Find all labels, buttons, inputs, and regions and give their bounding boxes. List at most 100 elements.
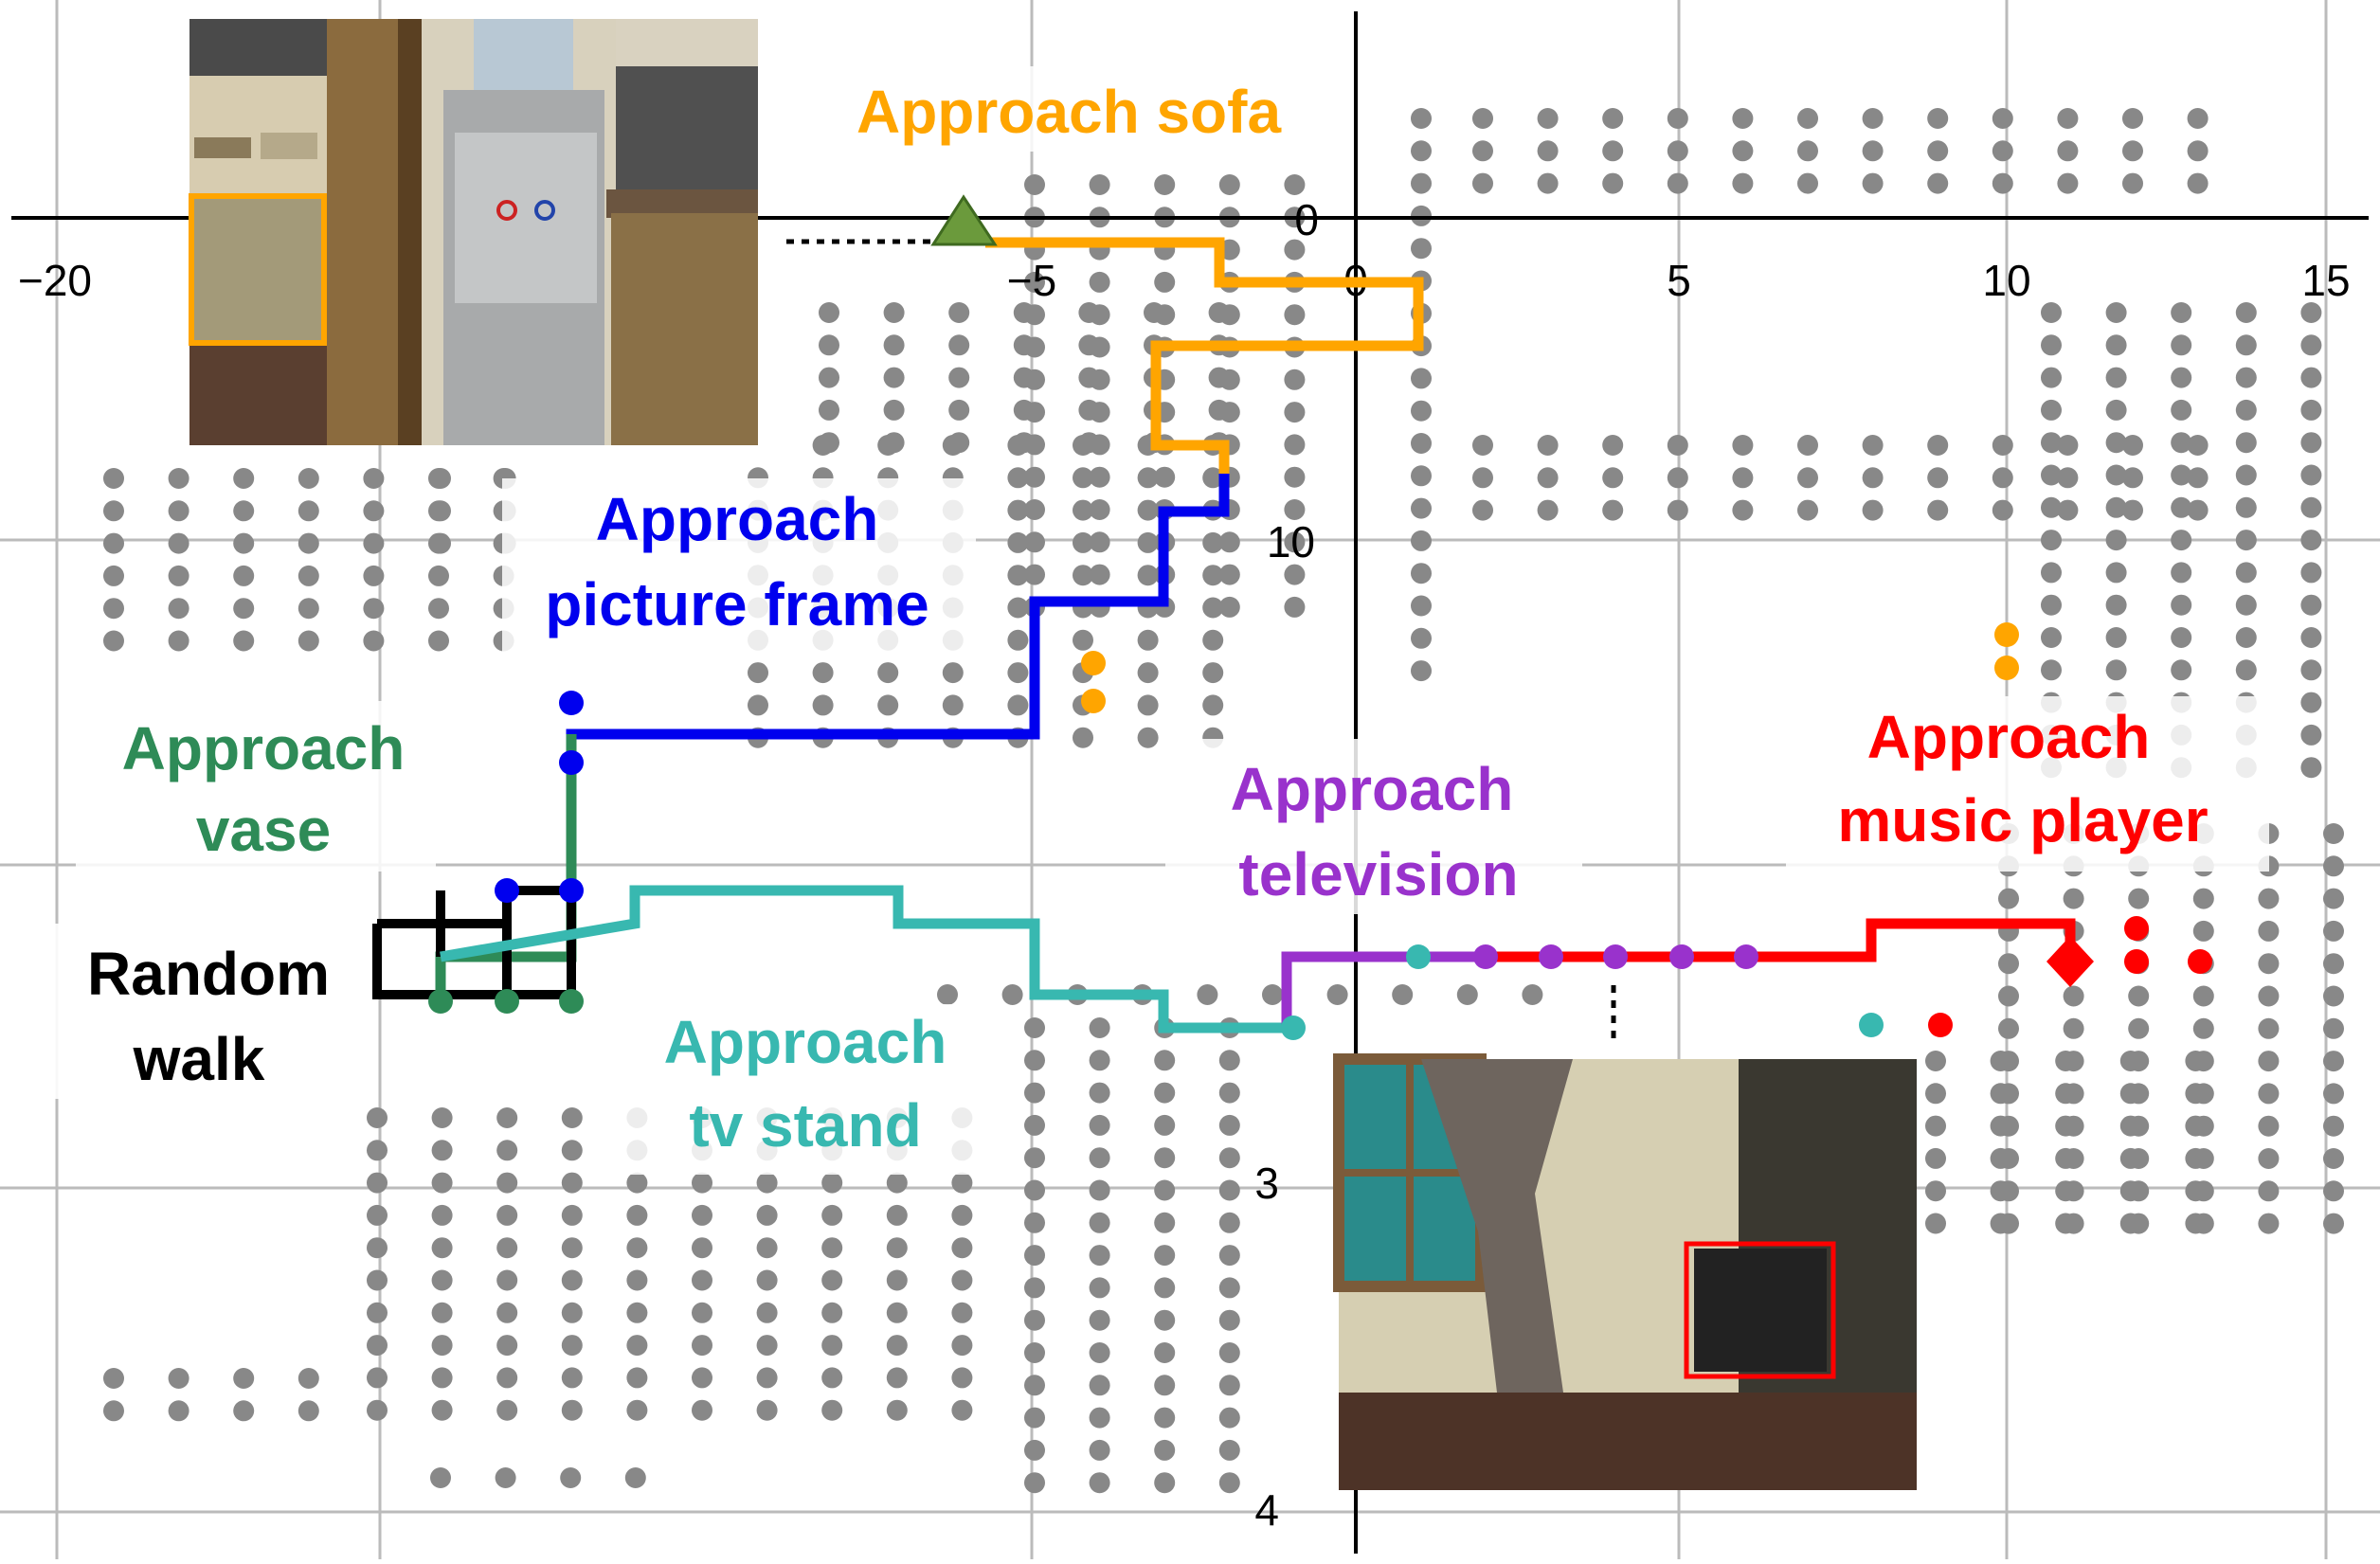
free-space-dot (1154, 466, 1176, 488)
free-space-dot (168, 468, 189, 489)
free-space-dot (298, 565, 319, 586)
free-space-dot (942, 435, 964, 456)
waypoint-marker (559, 878, 584, 903)
free-space-dot (2057, 172, 2079, 194)
free-space-dot (1411, 660, 1432, 682)
free-space-dot (2122, 172, 2143, 194)
free-space-dot (233, 630, 255, 652)
free-space-dot (2323, 1213, 2344, 1234)
free-space-dot (2128, 1115, 2150, 1137)
free-space-dot (692, 1237, 712, 1259)
free-space-dot (1073, 531, 1093, 553)
free-space-dot (2235, 399, 2257, 421)
free-space-dot (1667, 499, 1688, 521)
free-space-dot (2323, 1115, 2344, 1137)
free-space-dot (2192, 1051, 2214, 1072)
free-space-dot (1089, 499, 1110, 520)
free-space-dot (1218, 402, 1240, 423)
free-space-dot (233, 1400, 255, 1422)
free-space-dot (1522, 984, 1543, 1005)
free-space-dot (1154, 1407, 1176, 1429)
label-approach-picture-frame: Approach picture frame (502, 478, 976, 654)
free-space-dot (233, 1368, 255, 1389)
waypoint-marker (1473, 944, 1498, 969)
free-space-dot (1218, 1114, 1240, 1136)
free-space-dot (1218, 174, 1240, 195)
free-space-dot (2300, 724, 2322, 746)
free-space-dot (1218, 531, 1240, 553)
free-space-dot (1024, 466, 1045, 488)
free-space-dot (2057, 140, 2079, 162)
free-space-dot (2171, 302, 2192, 323)
free-space-dot (748, 662, 768, 684)
free-space-dot (2300, 594, 2322, 616)
free-space-dot (1411, 108, 1432, 129)
free-space-dot (1024, 434, 1045, 456)
label-text: Approach (1867, 703, 2151, 771)
free-space-dot (2105, 367, 2127, 388)
free-space-dot (2057, 499, 2079, 521)
free-space-dot (883, 399, 905, 421)
free-space-dot (103, 565, 124, 586)
free-space-dot (367, 1172, 388, 1194)
free-space-dot (496, 1204, 518, 1226)
free-space-dot (2258, 1148, 2280, 1169)
free-space-dot (496, 1140, 518, 1161)
free-space-dot (948, 302, 970, 323)
tv-stand-trajectory (440, 885, 1293, 1034)
x-tick-label: 10 (1982, 256, 2030, 305)
television-trajectory (1281, 951, 1486, 1028)
free-space-dot (821, 1367, 843, 1389)
free-space-dot (298, 532, 319, 554)
free-space-dot (1024, 1439, 1045, 1461)
free-space-dot (1089, 174, 1110, 195)
free-space-dot (2187, 435, 2209, 456)
free-space-dot (1024, 1147, 1045, 1169)
label-approach-television: Approach television (1165, 739, 1582, 914)
free-space-dot (1007, 435, 1029, 456)
free-space-dot (367, 1204, 388, 1226)
free-space-dot (1024, 1179, 1045, 1201)
x-tick-label: 15 (2301, 256, 2350, 305)
free-space-dot (367, 1140, 388, 1161)
free-space-dot (951, 1204, 973, 1226)
free-space-dot (431, 1269, 453, 1291)
free-space-dot (2192, 888, 2214, 909)
free-space-dot (883, 334, 905, 356)
free-space-dot (1089, 402, 1110, 423)
free-space-dot (2258, 1051, 2280, 1072)
label-text: vase (196, 796, 331, 864)
free-space-dot (1024, 304, 1045, 326)
free-space-dot (1602, 140, 1624, 162)
free-space-dot (2128, 1148, 2150, 1169)
free-space-dot (821, 1302, 843, 1323)
free-space-dot (1392, 984, 1414, 1005)
free-space-dot (1284, 239, 1306, 261)
free-space-dot (367, 1335, 388, 1357)
free-space-dot (1602, 435, 1624, 456)
free-space-dot (2235, 659, 2257, 681)
start-triangle-marker (930, 194, 998, 246)
free-space-dot (2122, 435, 2143, 456)
free-space-dot (2171, 530, 2192, 551)
free-space-dot (363, 565, 385, 586)
free-space-dot (1667, 108, 1688, 129)
free-space-dot (431, 1107, 453, 1128)
waypoint-marker (1406, 944, 1431, 969)
free-space-dot (1089, 1212, 1110, 1233)
free-space-dot (496, 1399, 518, 1421)
free-space-dot (821, 1204, 843, 1226)
free-space-dot (168, 500, 189, 522)
free-space-dot (2105, 334, 2127, 356)
free-space-dot (298, 598, 319, 620)
free-space-dot (1154, 1114, 1176, 1136)
free-space-dot (1089, 1245, 1110, 1267)
free-space-dot (2300, 659, 2322, 681)
label-approach-vase: Approach vase (76, 701, 436, 872)
x-tick-label: 5 (1667, 256, 1691, 305)
free-space-dot (2171, 367, 2192, 388)
free-space-dot (1862, 140, 1884, 162)
free-space-dot (2171, 496, 2192, 518)
free-space-dot (1925, 1147, 1946, 1169)
free-space-dot (1992, 499, 2013, 521)
